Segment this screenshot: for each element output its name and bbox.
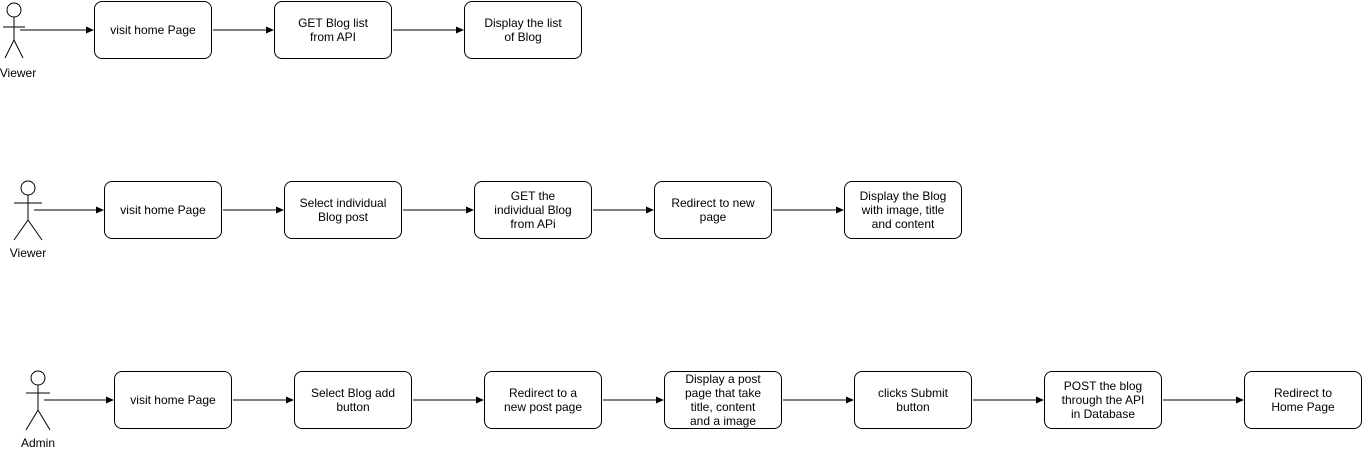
actor-label: Viewer: [9, 246, 47, 260]
process-step: clicks Submit button: [854, 371, 972, 429]
process-step: Display the Blog with image, title and c…: [844, 181, 962, 239]
process-step: Display a post page that take title, con…: [664, 371, 782, 429]
process-step: visit home Page: [104, 181, 222, 239]
process-step: POST the blog through the API in Databas…: [1044, 371, 1162, 429]
actor-admin-row3: [25, 370, 51, 431]
process-step: visit home Page: [114, 371, 232, 429]
actor-label: Admin: [20, 436, 55, 450]
actor-label: Viewer: [0, 66, 37, 80]
process-step: Select Blog add button: [294, 371, 412, 429]
process-step: GET Blog list from API: [274, 1, 392, 59]
process-step: Redirect to a new post page: [484, 371, 602, 429]
process-step: Redirect to new page: [654, 181, 772, 239]
process-step: GET the individual Blog from APi: [474, 181, 592, 239]
process-step: Display the list of Blog: [464, 1, 582, 59]
actor-viewer-row1: [3, 2, 25, 59]
process-step: Redirect to Home Page: [1244, 371, 1362, 429]
actor-viewer-row2: [13, 180, 43, 241]
process-step: visit home Page: [94, 1, 212, 59]
process-step: Select individual Blog post: [284, 181, 402, 239]
